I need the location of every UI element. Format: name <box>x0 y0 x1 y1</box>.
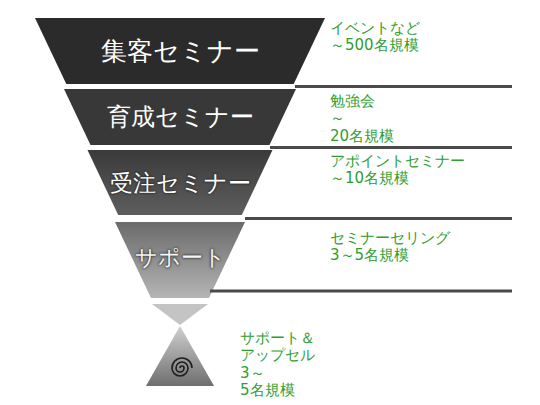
funnel-band-box: 集客セミナー <box>97 32 264 71</box>
funnel-band <box>115 222 245 298</box>
size-note: アポイントセミナー ～10名規模 <box>330 153 465 188</box>
size-note: 勉強会 ～20名規模 <box>330 93 394 145</box>
stage-name: 育成セミナー <box>107 101 254 133</box>
size-note: サポート＆アップセル 3～5名規模 <box>240 330 315 399</box>
funnel-band <box>152 304 208 325</box>
funnel-band <box>35 18 325 84</box>
size-note: セミナーセリング 3～5名規模 <box>330 230 450 265</box>
stage-name: 受注セミナー <box>110 168 251 199</box>
size-note: イベントなど ～500名規模 <box>330 20 420 55</box>
divider-line <box>295 85 512 88</box>
stage-name: 集客セミナー <box>101 34 260 69</box>
funnel-band <box>88 150 273 215</box>
divider-line <box>210 290 512 293</box>
base-triangle <box>146 326 214 386</box>
funnel-band-box: 育成セミナー <box>103 99 258 135</box>
spiral-symbol <box>172 358 192 376</box>
divider-line <box>270 146 512 149</box>
funnel-band-box: サポート <box>131 241 230 275</box>
funnel-band-box: 受注セミナー <box>106 166 255 201</box>
divider-line <box>245 217 512 220</box>
funnel-band <box>64 89 296 145</box>
stage-name: サポート <box>135 243 226 273</box>
